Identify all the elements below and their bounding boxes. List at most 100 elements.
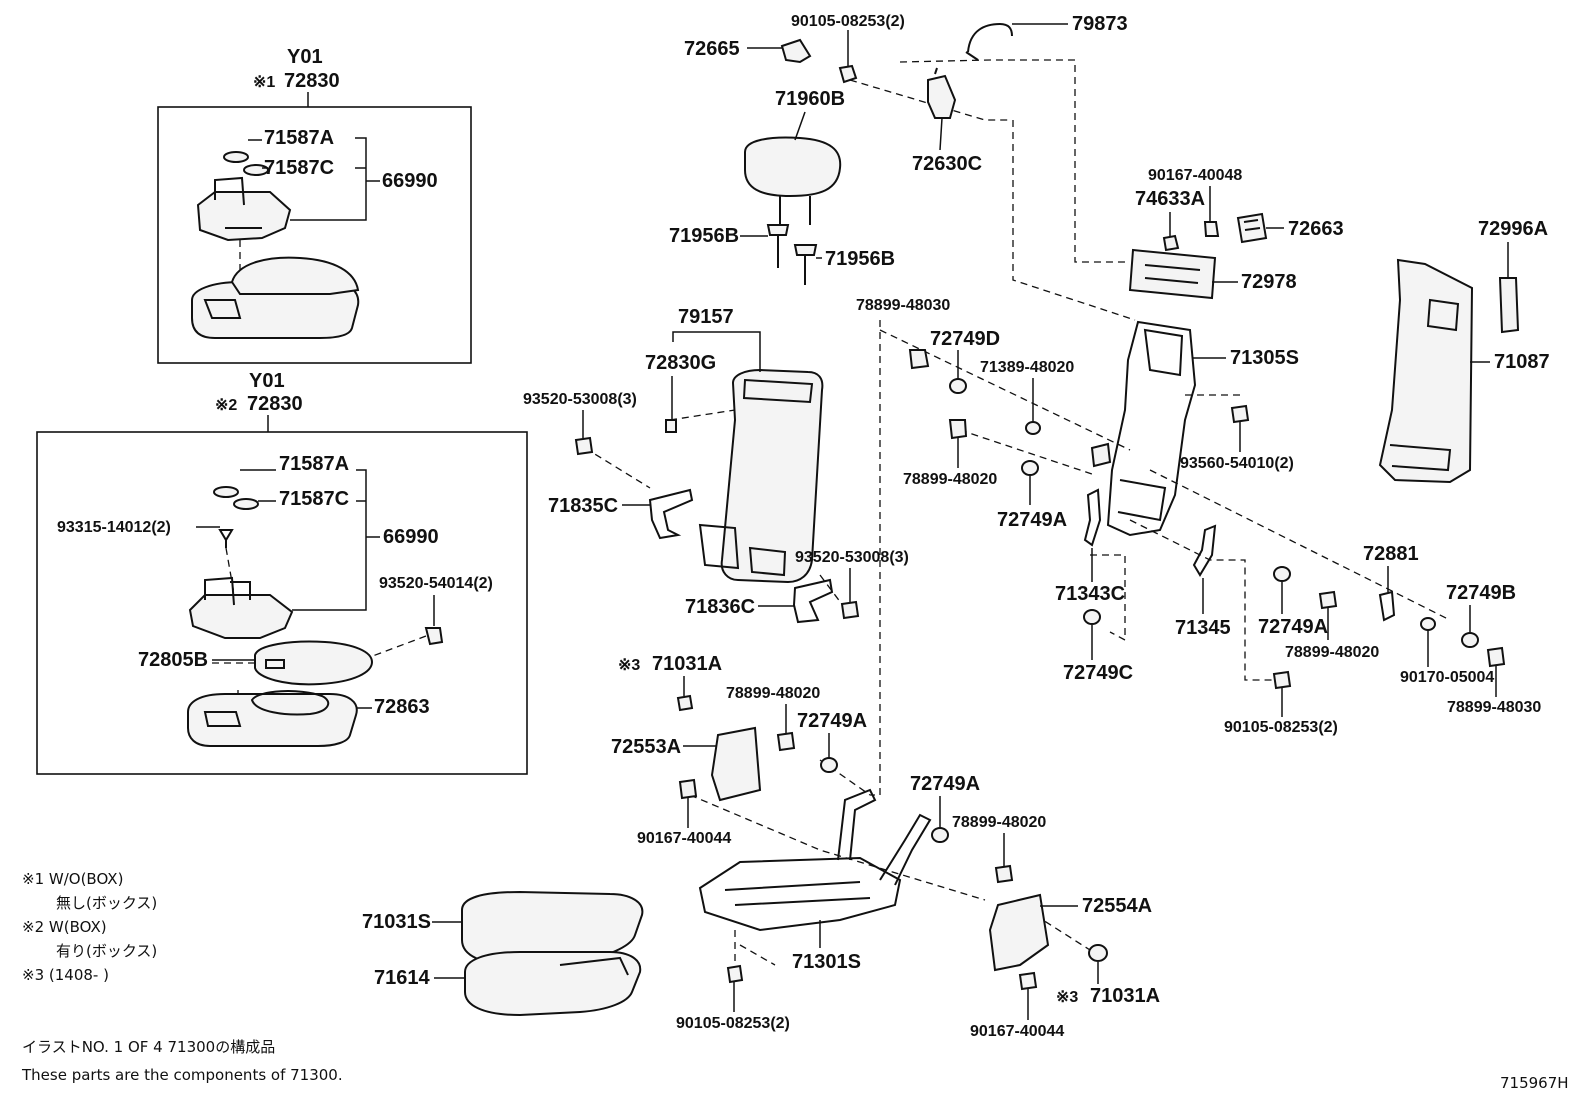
label-71587c-top: 71587C: [264, 157, 334, 179]
nut-72749a-right: [1273, 566, 1291, 582]
bolt-71031a-top: [676, 694, 694, 712]
label-71614: 71614: [374, 967, 430, 989]
label-71343c: 71343C: [1055, 583, 1125, 605]
washer-90170: [1420, 617, 1436, 631]
bolt-93520-right: [840, 600, 860, 620]
frame-71301s: [698, 856, 902, 932]
inset-top-code: 72830: [284, 70, 340, 92]
bolt-90167-40044-right: [1018, 971, 1038, 991]
label-71031a-top-mark: ※3: [618, 657, 640, 674]
label-72749d: 72749D: [930, 328, 1000, 350]
label-71389-48020: 71389-48020: [980, 359, 1074, 376]
bracket-72881: [1378, 590, 1396, 622]
inset-top-variant: Y01: [287, 46, 323, 68]
label-79873: 79873: [1072, 13, 1128, 35]
label-90167-40048: 90167-40048: [1148, 167, 1242, 184]
label-72663: 72663: [1288, 218, 1344, 240]
footer: イラストNO. 1 OF 4 71300の構成品 These parts are…: [21, 1038, 1569, 1092]
armrest-79157: [720, 368, 824, 584]
label-71031a-bottom: 71031A: [1090, 985, 1160, 1007]
label-72996a: 72996A: [1478, 218, 1548, 240]
label-72749a-low2: 72749A: [910, 773, 980, 795]
label-72805b: 72805B: [138, 649, 208, 671]
label-71835c: 71835C: [548, 495, 618, 517]
label-90170-05004: 90170-05004: [1400, 669, 1494, 686]
label-72554a: 72554A: [1082, 895, 1152, 917]
inset-bottom-frame: [36, 431, 528, 775]
part-labels: 90105-08253(2) 79873 72665 71960B 72630C…: [362, 13, 1550, 1040]
label-93520-53008-right: 93520-53008(3): [795, 549, 909, 566]
bolt-78899-48030-right: [1486, 646, 1506, 668]
label-66990-bottom: 66990: [383, 526, 439, 548]
note-1: ※1 W/O(BOX): [22, 870, 123, 888]
bracket-71836c: [792, 578, 834, 624]
label-71587a-bottom: 71587A: [279, 453, 349, 475]
pad-71614: [464, 951, 642, 1017]
label-71587c-bottom: 71587C: [279, 488, 349, 510]
cover-72554a: [988, 893, 1050, 972]
pad-71587a-bottom: [213, 486, 239, 498]
washer-71389: [1025, 421, 1041, 435]
screw-93315-bottom: [218, 529, 234, 542]
illustration-code: 715967H: [1500, 1074, 1569, 1092]
nut-72749b: [1461, 632, 1479, 648]
inset-bottom-code: 72830: [247, 393, 303, 415]
label-90105-08253-top: 90105-08253(2): [791, 13, 905, 30]
bracket-71835c: [648, 488, 694, 540]
latch-assembly-bottom: [188, 594, 294, 639]
label-71960b: 71960B: [775, 88, 845, 110]
note-2-jp: 有り(ボックス): [56, 942, 157, 960]
label-78899-48020-mid: 78899-48020: [903, 471, 997, 488]
label-78899-48030-top: 78899-48030: [856, 297, 950, 314]
inset-bottom-mark: ※2: [215, 397, 237, 414]
label-72749a-right: 72749A: [1258, 616, 1328, 638]
label-72553a: 72553A: [611, 736, 681, 758]
label-71031s: 71031S: [362, 911, 431, 933]
label-72749c: 72749C: [1063, 662, 1133, 684]
label-93560-54010: 93560-54010(2): [1180, 455, 1294, 472]
label-93315-14012: 93315-14012(2): [57, 519, 171, 536]
label-78899-48020-low: 78899-48020: [726, 685, 820, 702]
note-3: ※3 (1408- ): [22, 966, 109, 984]
label-78899-48020-right: 78899-48020: [1285, 644, 1379, 661]
note-1-jp: 無し(ボックス): [56, 894, 157, 912]
label-71031a-top: 71031A: [652, 653, 722, 675]
frame-71305s: [1106, 320, 1197, 537]
label-93520-53008-left: 93520-53008(3): [523, 391, 637, 408]
label-71956b-right: 71956B: [825, 248, 895, 270]
inset-top-frame: [157, 106, 472, 364]
cover-72553a: [710, 726, 762, 802]
bolt-78899-48020-right: [1318, 590, 1338, 610]
latch-72996a: [1498, 277, 1520, 334]
bolt-90105-bottom: [726, 964, 744, 984]
label-90105-08253-right: 90105-08253(2): [1224, 719, 1338, 736]
label-72863: 72863: [374, 696, 430, 718]
label-72749a-low: 72749A: [797, 710, 867, 732]
bolt-78899-48020-low: [776, 731, 796, 752]
label-72830g: 72830G: [645, 352, 716, 374]
inset-without-box: Y01 ※1 72830 71587A 71587C 66990: [157, 46, 472, 364]
screw-72830g: [665, 419, 677, 433]
label-72665: 72665: [684, 38, 740, 60]
label-71587a-top: 71587A: [264, 127, 334, 149]
clip-71031a-bottom: [1088, 944, 1108, 962]
label-71031a-bottom-mark: ※3: [1056, 989, 1078, 1006]
bracket-71345: [1192, 524, 1217, 577]
label-71301s: 71301S: [792, 951, 861, 973]
bolt-93560: [1230, 404, 1250, 424]
footer-jp: イラストNO. 1 OF 4 71300の構成品: [22, 1038, 275, 1056]
nut-72749a-low: [820, 757, 838, 773]
bolt-90105-right: [1272, 670, 1292, 690]
main-assembly: [461, 22, 1520, 1017]
bolt-93520-left: [574, 436, 594, 456]
headrest-71960b: [744, 136, 842, 198]
footer-en: These parts are the components of 71300.: [21, 1066, 343, 1084]
label-93520-54014: 93520-54014(2): [379, 575, 493, 592]
label-71956b-left: 71956B: [669, 225, 739, 247]
bolt-90167-40044-left: [678, 778, 698, 800]
pad-71587a-top: [223, 151, 249, 163]
inset-with-box: Y01 ※2 72830 71587A 71587C 66990 93315-1…: [36, 370, 528, 775]
label-72978: 72978: [1241, 271, 1297, 293]
clip-72665: [780, 38, 812, 64]
